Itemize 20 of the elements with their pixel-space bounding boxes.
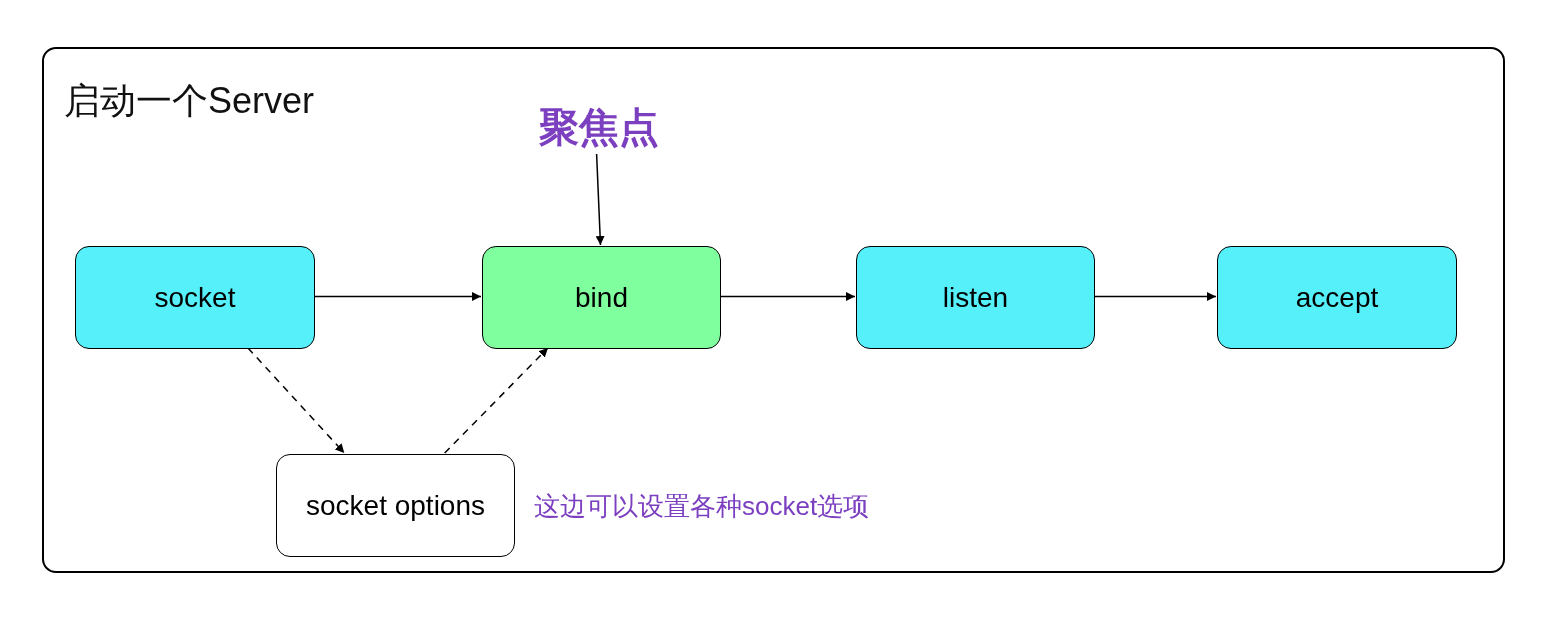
frame-title: 启动一个Server [64,79,315,123]
box-label: listen [942,281,1009,314]
process-box [276,454,515,557]
arrow [313,292,482,301]
arrow [1093,292,1217,301]
arrow [247,347,346,454]
focus-label: 聚焦点 [529,99,669,155]
box-label: socket options [306,489,485,522]
process-box [1217,246,1457,349]
arrow [595,153,605,246]
container-frame [42,47,1505,573]
process-box [75,246,315,349]
note-text: 这边可以设置各种socket选项 [534,490,870,523]
arrow [719,292,856,301]
process-box [482,246,721,349]
process-box [856,246,1095,349]
arrow [443,347,549,454]
box-label: bind [575,281,628,314]
box-label: socket [154,281,236,314]
box-label: accept [1295,281,1379,314]
